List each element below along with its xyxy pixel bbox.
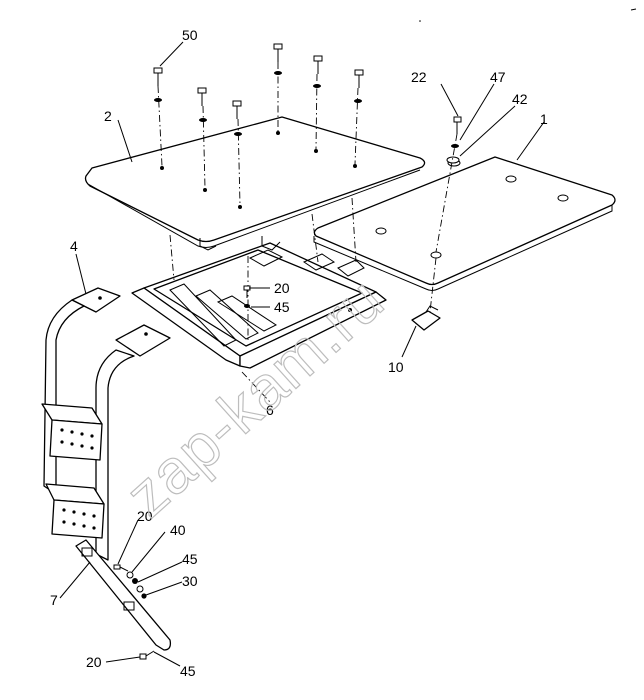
- bolt-icon: [313, 55, 323, 150]
- callout-20-ladder: 20: [137, 508, 153, 524]
- callout-20-frame: 20: [274, 280, 290, 296]
- bolt-20-45-frame: [243, 285, 251, 308]
- callout-labels: 50 2 22 47 42 1 4 20 45 10 6 20 40 45 30…: [50, 27, 548, 679]
- frame-6: [131, 236, 387, 369]
- callout-47: 47: [490, 69, 506, 85]
- callout-30: 30: [182, 573, 198, 589]
- hardware-stack: [113, 564, 147, 599]
- bolt-icon: [273, 43, 283, 131]
- callout-22: 22: [411, 69, 427, 85]
- bolt-22-assembly: [429, 116, 462, 313]
- side-bar-7: [75, 539, 172, 651]
- bolt-icon: [197, 87, 207, 189]
- callout-6: 6: [266, 402, 274, 418]
- callout-45-ladder: 45: [182, 551, 198, 567]
- clip-10: [411, 305, 441, 331]
- bolts-50: [153, 43, 364, 206]
- callout-50: 50: [182, 27, 198, 43]
- plate-2-holes: [160, 131, 357, 209]
- cover-plate-2: [84, 116, 426, 248]
- bolt-icon: [153, 67, 163, 167]
- callout-4: 4: [70, 238, 78, 254]
- callout-40: 40: [170, 522, 186, 538]
- connection-lines: [169, 197, 357, 403]
- callout-2: 2: [104, 108, 112, 124]
- bolt-icon: [232, 100, 242, 206]
- callout-45-frame: 45: [274, 299, 290, 315]
- callout-45-bottom: 45: [180, 663, 196, 679]
- callout-1: 1: [540, 111, 548, 127]
- ladder-4: [41, 287, 171, 561]
- step-holes: [60, 296, 148, 530]
- corner-marks: [419, 8, 637, 22]
- callout-10: 10: [388, 359, 404, 375]
- callout-42: 42: [512, 91, 528, 107]
- callout-7: 7: [50, 592, 58, 608]
- callout-20-bottom: 20: [86, 654, 102, 670]
- leader-lines: [59, 41, 545, 667]
- bolt-bottom: [139, 650, 155, 660]
- bolt-icon: [354, 69, 364, 165]
